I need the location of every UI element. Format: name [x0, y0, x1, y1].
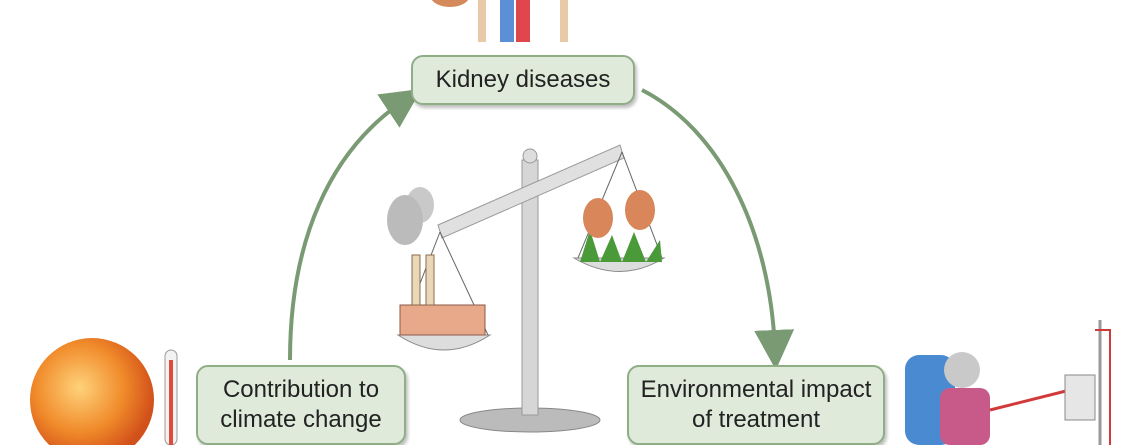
kidney-diseases-label: Kidney diseases	[411, 55, 635, 105]
arrow-climate-to-kidney	[288, 88, 422, 361]
treatment-impact-label: Environmental impact of treatment	[627, 365, 885, 445]
balance-scale-icon	[387, 144, 666, 433]
dialysis-patient-illustration	[905, 320, 1111, 445]
globe-thermometer-icon	[30, 338, 178, 445]
arrow-kidney-to-treatment	[641, 88, 795, 370]
kidney-vessels-illustration	[431, 0, 568, 42]
climate-change-label: Contribution to climate change	[196, 365, 406, 445]
